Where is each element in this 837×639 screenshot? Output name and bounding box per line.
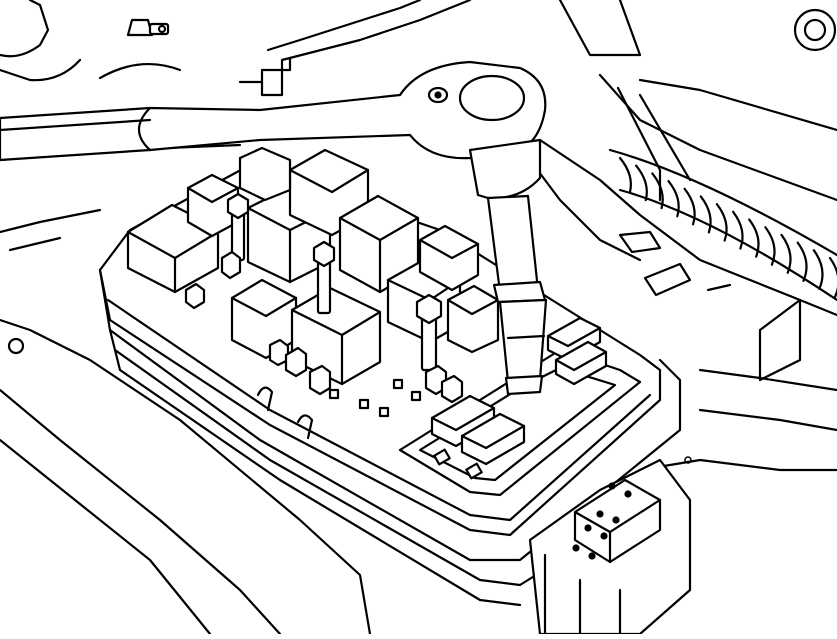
- connector-pin: [584, 524, 592, 532]
- ratchet-wrench: [0, 60, 547, 162]
- harness-rib: [699, 195, 712, 234]
- connector-pin: [600, 532, 608, 540]
- connector-pin: [596, 510, 604, 518]
- harness-rib: [715, 203, 728, 242]
- wiring-harness: [608, 148, 837, 302]
- connector-pin: [608, 482, 616, 490]
- fuse: [184, 250, 608, 480]
- connector-pin: [572, 544, 580, 552]
- harness-rib: [780, 233, 792, 274]
- harness-rib: [748, 218, 760, 258]
- harness-rib: [635, 164, 648, 202]
- harness-rib: [796, 241, 808, 282]
- harness-rib: [618, 156, 632, 194]
- electrical-connector: [528, 456, 692, 636]
- harness-rib: [731, 210, 744, 250]
- harness-rib: [667, 179, 680, 218]
- connector-pin: [624, 490, 632, 498]
- harness-rib: [683, 187, 696, 226]
- mounting-bolt: [226, 192, 443, 372]
- socket: [498, 298, 548, 396]
- socket-extension: [468, 138, 547, 304]
- harness-rib: [812, 249, 824, 291]
- harness-rib: [764, 226, 776, 266]
- harness-rib: [828, 256, 837, 299]
- relay: [126, 146, 500, 386]
- cover-holes: [328, 378, 422, 418]
- harness-rib: [651, 172, 664, 210]
- connector-pin: [588, 552, 596, 560]
- connector-pin: [612, 516, 620, 524]
